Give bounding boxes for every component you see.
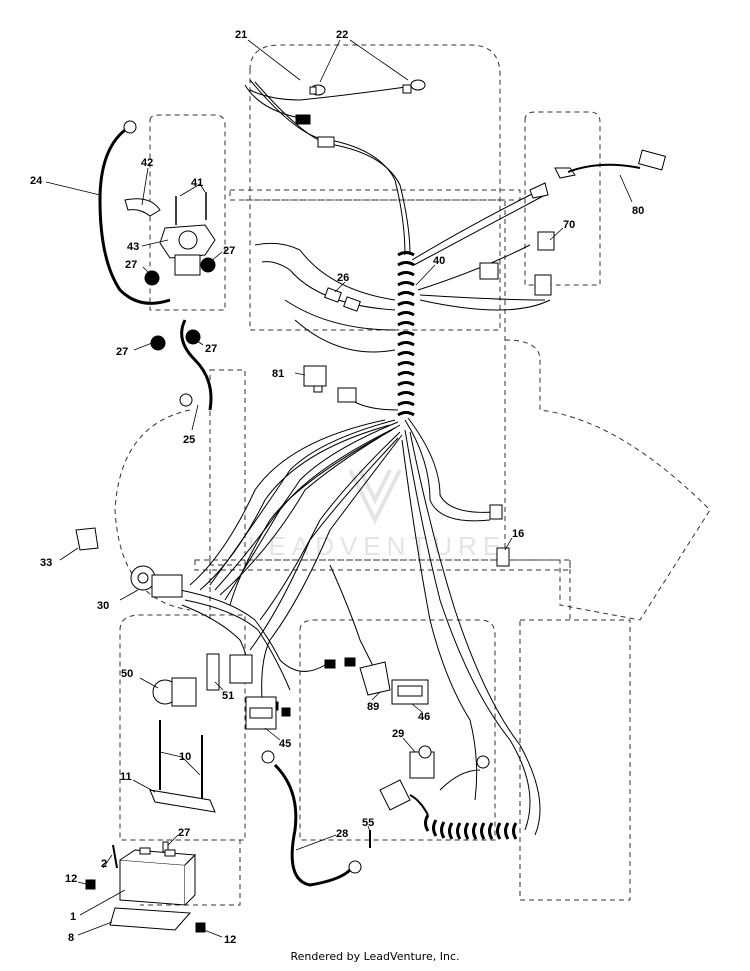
callout-27e: 27 [178,827,190,839]
nut-27b [200,257,216,273]
callout-12b: 12 [224,934,236,946]
clip-42 [124,198,161,217]
callout-26: 26 [337,272,349,284]
connector-80 [637,149,667,171]
callout-41: 41 [191,177,203,189]
cable-28 [273,763,352,887]
watermark: LEADVENTURE [248,469,506,561]
callout-1: 1 [70,911,76,923]
callout-10: 10 [179,751,191,763]
callout-24: 24 [30,175,43,187]
connector-80-end [554,167,576,179]
battery-tray-8 [109,907,192,931]
connector-26a [324,287,342,303]
connector-small-2 [344,657,356,667]
mower-outline [114,44,711,906]
callout-33: 33 [40,557,52,569]
switch-29 [409,745,435,779]
callout-25: 25 [183,434,195,446]
plug-coil [379,779,411,811]
clip-12a [85,879,96,890]
connector-right-2 [534,274,552,296]
callout-45: 45 [279,738,291,750]
plate-51 [206,653,220,691]
callout-50: 50 [121,668,133,680]
footer-credit: Rendered by LeadVenture, Inc. [290,950,460,963]
callout-21: 21 [235,29,247,41]
connector-mid [337,387,357,403]
ring-terminal-28a [261,750,275,764]
harness-loom-upper [397,251,415,417]
callout-2: 2 [101,858,107,870]
ignition-switch-30 [130,565,183,598]
callout-80: 80 [632,205,644,217]
callout-27d: 27 [205,343,217,355]
callout-11: 11 [120,771,132,783]
connector-right-1 [529,182,549,199]
bracket-89 [359,661,391,696]
battery-1 [119,847,197,906]
connector-16-mate [489,504,503,520]
headlight-bulb-left [309,84,326,96]
connector-small-1 [324,659,336,669]
callout-43: 43 [127,241,139,253]
leader-lines [45,39,633,938]
nut-27c [150,335,166,351]
headlight-bulb-right [402,79,426,94]
clip-12b [195,922,206,933]
ring-terminal-28b [348,860,362,874]
connector-26b [343,296,361,312]
connector-70 [537,231,555,251]
bracket-33 [75,527,99,551]
callout-27a: 27 [223,245,235,257]
callout-27c: 27 [116,346,128,358]
bolt-2 [112,844,118,869]
hour-meter-45 [245,696,277,730]
harness-wires [179,79,551,836]
callout-40: 40 [433,255,445,267]
cable-25 [180,319,213,411]
nut-27d [185,329,201,345]
callout-70: 70 [563,219,575,231]
callout-29: 29 [392,728,404,740]
nut-27a [144,270,160,286]
ring-terminal-right [476,755,490,769]
watermark-text: LEADVENTURE [248,531,506,561]
callout-28: 28 [336,828,348,840]
callout-30: 30 [97,600,109,612]
callout-12a: 12 [65,873,77,885]
ring-terminal-25 [179,393,193,407]
connector-70-mate [479,262,499,280]
callout-51: 51 [222,690,234,702]
harness-loom-lower [409,794,518,840]
callout-89: 89 [367,701,379,713]
solenoid-43 [159,224,216,276]
ring-terminal-24 [123,120,137,134]
relay-81 [303,365,327,393]
connector-top [317,136,335,148]
callout-27b: 27 [125,259,137,271]
connector-16 [496,547,510,567]
callout-8: 8 [68,932,74,944]
callout-81: 81 [272,368,284,380]
callout-55: 55 [362,817,374,829]
connector-top-left [295,114,311,125]
connector-small-4 [281,707,291,717]
callout-16: 16 [512,528,524,540]
module-46 [391,679,429,705]
cable-24 [98,128,171,305]
callout-22: 22 [336,29,348,41]
connector-block [229,654,253,684]
components [75,79,667,933]
callout-46: 46 [418,711,430,723]
callout-42: 42 [141,157,153,169]
hold-down-11 [149,789,216,813]
callouts: 21 22 24 42 41 43 27 27 27 27 25 26 40 8… [30,29,644,946]
switch-50 [152,677,197,707]
